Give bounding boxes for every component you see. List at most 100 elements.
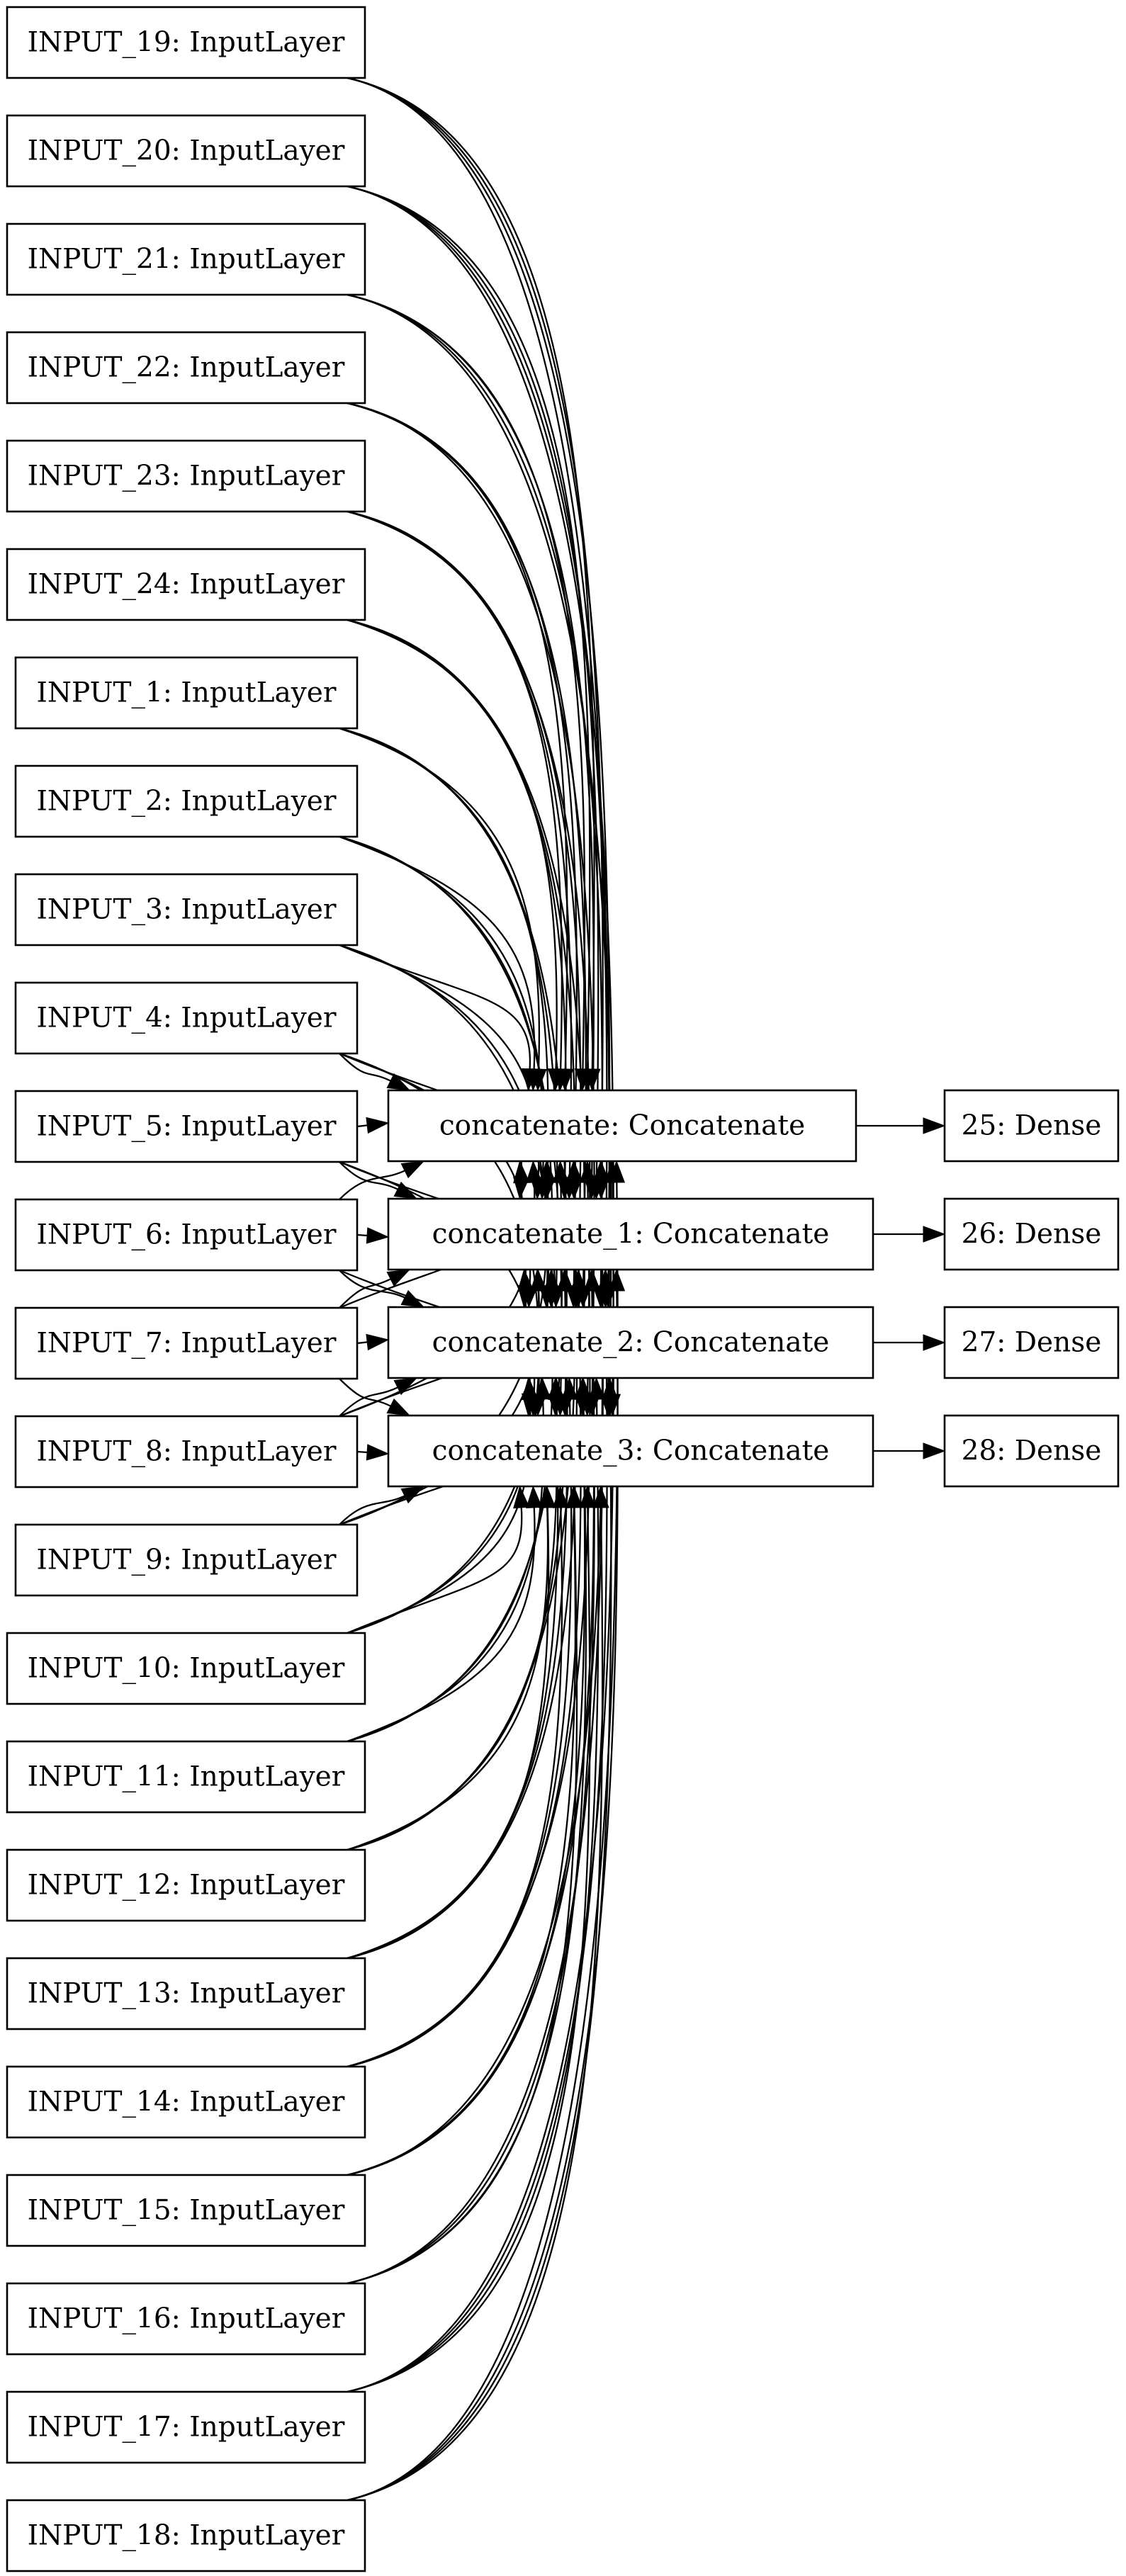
input-node-input-21-box — [6, 222, 366, 296]
edge-input_13-to-concatenate-arrowhead — [565, 1160, 583, 1183]
edge-input_13-to-concatenate_3 — [347, 1506, 550, 1960]
dense-node-26: 26: Dense — [943, 1197, 1120, 1271]
input-node-input-9-box — [14, 1523, 359, 1597]
input-node-input-16-label: INPUT_16: InputLayer — [28, 2303, 345, 2335]
edge-input_5-to-concatenate_1 — [339, 1161, 400, 1191]
edge-input_13-to-concatenate_3-arrowhead — [539, 1485, 556, 1508]
input-node-input-13: INPUT_13: InputLayer — [6, 1957, 366, 2030]
input-node-input-18: INPUT_18: InputLayer — [6, 2499, 366, 2572]
input-node-input-8: INPUT_8: InputLayer — [14, 1415, 359, 1488]
input-node-input-7-box — [14, 1306, 359, 1380]
input-node-input-19-label: INPUT_19: InputLayer — [28, 27, 345, 59]
edge-input_7-to-concatenate-arrowhead — [513, 1160, 530, 1184]
edge-input_22-to-concatenate — [347, 402, 568, 1071]
edge-input_14-to-concatenate_3 — [347, 1506, 563, 2068]
input-node-input-2: INPUT_2: InputLayer — [14, 764, 359, 838]
edge-input_5-to-concatenate — [356, 1124, 369, 1128]
concat-node-concatenate-2-label: concatenate_2: Concatenate — [432, 1327, 830, 1359]
edge-input_15-to-concatenate_3 — [347, 1506, 577, 2176]
concat-node-concatenate-label: concatenate: Concatenate — [439, 1110, 805, 1142]
concat-node-concatenate-3-box — [387, 1414, 874, 1488]
edge-input_7-to-concatenate_3-arrowhead — [386, 1398, 411, 1416]
input-node-input-5-box — [14, 1090, 359, 1163]
edge-input_17-to-concatenate_2 — [347, 1397, 599, 2393]
input-node-input-5-label: INPUT_5: InputLayer — [36, 1111, 336, 1143]
input-node-input-15: INPUT_15: InputLayer — [6, 2174, 366, 2247]
edge-input_17-to-concatenate_2-arrowhead — [588, 1377, 605, 1400]
concat-node-concatenate-1-box — [387, 1197, 874, 1271]
input-node-input-9: INPUT_9: InputLayer — [14, 1523, 359, 1597]
input-node-input-22-box — [6, 331, 366, 405]
edge-input_21-to-concatenate_1 — [347, 293, 595, 1180]
edge-input_17-to-concatenate_1-arrowhead — [597, 1268, 614, 1292]
dense-node-25-label: 25: Dense — [962, 1110, 1102, 1142]
input-node-input-13-box — [6, 1957, 366, 2030]
input-node-input-24-box — [6, 548, 366, 621]
dense-node-28-label: 28: Dense — [962, 1435, 1102, 1467]
input-node-input-17-box — [6, 2390, 366, 2464]
input-node-input-11: INPUT_11: InputLayer — [6, 1740, 366, 1814]
edge-input_6-to-concatenate_1 — [356, 1233, 369, 1237]
dense-node-25: 25: Dense — [943, 1089, 1120, 1163]
input-node-input-5: INPUT_5: InputLayer — [14, 1090, 359, 1163]
edge-input_11-to-concatenate_3-arrowhead — [526, 1485, 543, 1509]
input-node-input-4: INPUT_4: InputLayer — [14, 981, 359, 1055]
edge-input_9-to-concatenate_3-arrowhead — [400, 1486, 425, 1504]
input-node-input-17: INPUT_17: InputLayer — [6, 2390, 366, 2464]
input-node-input-18-label: INPUT_18: InputLayer — [28, 2520, 345, 2552]
edge-input_7-to-concatenate_3 — [339, 1378, 393, 1408]
edge-input_6-to-concatenate-arrowhead — [400, 1160, 425, 1179]
input-node-input-4-box — [14, 981, 359, 1055]
edge-input_8-to-concatenate_2-arrowhead — [393, 1377, 418, 1396]
edge-concatenate_1-to-dense-26-arrowhead — [923, 1226, 946, 1243]
edge-input_11-to-concatenate_3 — [347, 1506, 536, 1743]
input-node-input-12: INPUT_12: InputLayer — [6, 1848, 366, 1922]
dense-node-28-box — [943, 1414, 1120, 1488]
edge-input_2-to-concatenate — [339, 835, 536, 1071]
edge-input_18-to-concatenate_3 — [347, 1506, 604, 2502]
input-node-input-20-box — [6, 114, 366, 188]
input-node-input-1: INPUT_1: InputLayer — [14, 656, 359, 730]
edge-input_8-to-concatenate_2 — [339, 1386, 400, 1417]
edge-input_7-to-concatenate_1 — [339, 1277, 393, 1309]
edge-input_8-to-concatenate_1-arrowhead — [517, 1268, 534, 1292]
edge-input_16-to-concatenate_1 — [347, 1289, 595, 2285]
input-node-input-12-label: INPUT_12: InputLayer — [28, 1870, 345, 1902]
edge-input_16-to-concatenate_1-arrowhead — [584, 1268, 601, 1292]
input-node-input-16-box — [6, 2282, 366, 2356]
edge-input_14-to-concatenate_1-arrowhead — [570, 1268, 587, 1292]
edge-input_6-to-concatenate_2-arrowhead — [400, 1289, 425, 1308]
input-node-input-14-label: INPUT_14: InputLayer — [28, 2086, 345, 2118]
edge-input_7-to-concatenate_2 — [356, 1341, 369, 1345]
edge-input_8-to-concatenate_3-arrowhead — [366, 1444, 390, 1461]
edge-concatenate_2-to-dense-27-arrowhead — [923, 1334, 946, 1351]
edge-input_18-to-concatenate_3-arrowhead — [592, 1485, 609, 1508]
edge-input_18-to-concatenate_1 — [347, 1289, 619, 2502]
concat-node-concatenate-1: concatenate_1: Concatenate — [387, 1197, 874, 1271]
input-node-input-18-box — [6, 2499, 366, 2572]
dense-node-26-box — [943, 1197, 1120, 1271]
edge-input_18-to-concatenate_2-arrowhead — [602, 1377, 619, 1400]
edge-input_9-to-concatenate_3 — [339, 1494, 407, 1525]
input-node-input-13-label: INPUT_13: InputLayer — [28, 1978, 345, 2010]
input-node-input-6: INPUT_6: InputLayer — [14, 1198, 359, 1272]
edge-input_13-to-concatenate_2-arrowhead — [548, 1377, 565, 1400]
edge-input_18-to-concatenate-arrowhead — [608, 1160, 626, 1183]
edge-input_7-to-concatenate_2-arrowhead — [366, 1333, 390, 1351]
edge-input_16-to-concatenate_3 — [347, 1506, 578, 2285]
edge-input_10-to-concatenate_1-arrowhead — [530, 1268, 547, 1292]
edge-input_14-to-concatenate_2-arrowhead — [561, 1377, 578, 1400]
input-node-input-15-label: INPUT_15: InputLayer — [28, 2195, 345, 2227]
edge-input_4-to-concatenate-arrowhead — [386, 1073, 411, 1091]
edge-input_21-to-concatenate — [347, 293, 586, 1071]
input-node-input-11-label: INPUT_11: InputLayer — [28, 1761, 345, 1793]
concat-node-concatenate-2-box — [387, 1306, 874, 1379]
edge-input_21-to-concatenate_3 — [347, 293, 612, 1396]
edge-input_21-to-concatenate_2 — [347, 293, 604, 1288]
dense-node-27-box — [943, 1306, 1120, 1379]
edge-input_20-to-concatenate_2 — [347, 185, 608, 1288]
edge-input_10-to-concatenate_2-arrowhead — [522, 1377, 539, 1401]
edge-input_16-to-concatenate_2-arrowhead — [575, 1377, 592, 1400]
dense-node-27: 27: Dense — [943, 1306, 1120, 1379]
